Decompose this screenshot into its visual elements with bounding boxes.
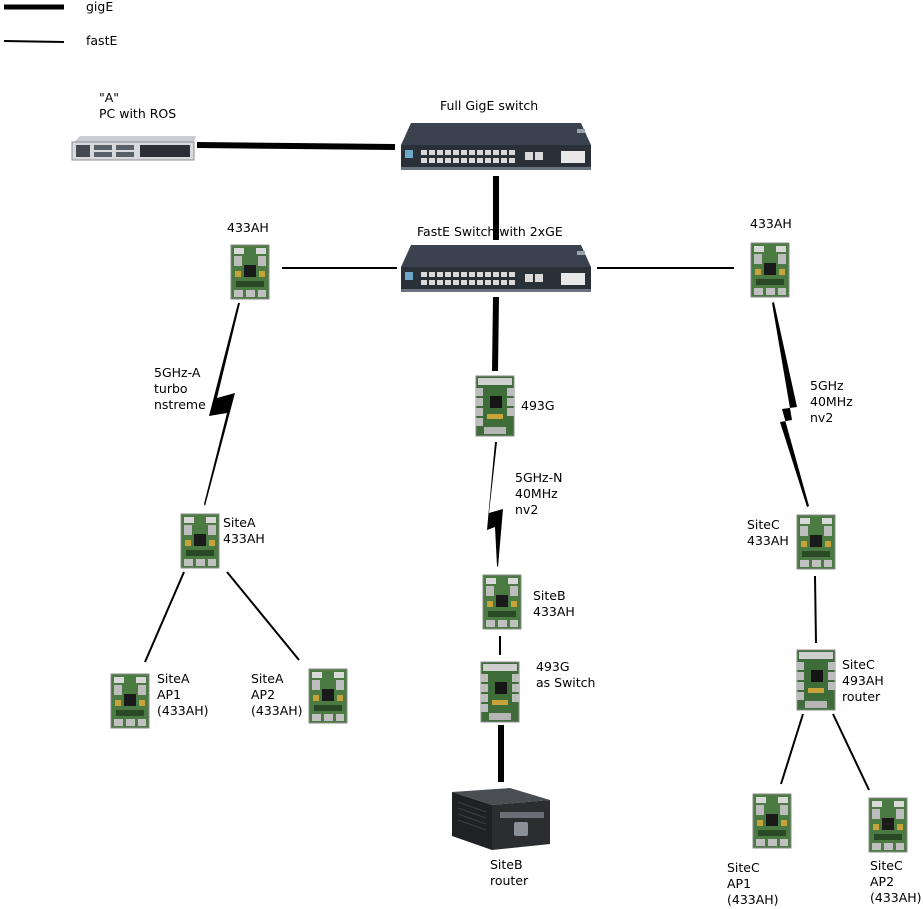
routerboard-icon: [752, 793, 792, 849]
routerboard-icon: [796, 514, 836, 570]
switch-icon: [401, 245, 591, 292]
siteb-switch-label: 493G as Switch: [536, 659, 596, 690]
sitec-router-label: SiteC 493AH router: [842, 657, 884, 704]
link-router-sitec-ap2: [832, 713, 870, 791]
center-493g-label: 493G: [521, 398, 555, 413]
sitea-label: SiteA 433AH: [223, 515, 265, 546]
link-sitea-ap2: [226, 571, 300, 661]
legend-gige-label: gigE: [86, 0, 114, 14]
sitec-ap1-label: SiteC AP1 (433AH): [727, 860, 779, 907]
link-router-sitec-ap1: [780, 713, 804, 785]
sitea-ap2-label: SiteA AP2 (433AH): [251, 671, 303, 718]
wireless-link-c: [772, 302, 809, 507]
sitec-label: SiteC 433AH: [747, 517, 789, 548]
link-fasteswitch-493g: [492, 296, 499, 372]
routerboard-icon: [480, 661, 520, 723]
routerboard-icon: [475, 375, 515, 437]
mini-pc-icon: [452, 788, 550, 850]
link-sitea-ap1: [144, 571, 185, 663]
routerboard-icon: [868, 797, 908, 853]
link-c-label: 5GHz 40MHz nv2: [810, 378, 853, 425]
pc-a-label: "A" PC with ROS: [99, 90, 177, 121]
faste-switch-label: FastE Switch with 2xGE: [417, 224, 563, 239]
legend-faste-label: fastE: [86, 33, 118, 48]
switch-icon: [401, 123, 591, 170]
link-b-label: 5GHz-N 40MHz nv2: [515, 470, 563, 517]
routerboard-icon: [796, 649, 836, 711]
siteb-label: SiteB 433AH: [533, 588, 575, 619]
routerboard-icon: [180, 513, 220, 569]
left-433ah-label: 433AH: [227, 220, 269, 235]
sitea-ap1-label: SiteA AP1 (433AH): [157, 671, 209, 718]
routerboard-icon: [308, 668, 348, 724]
wireless-link-b: [487, 442, 503, 567]
right-433ah-label: 433AH: [750, 216, 792, 231]
wireless-link-a: [204, 303, 240, 506]
siteb-router-label: SiteB router: [490, 857, 529, 888]
legend-faste-line: [3, 40, 65, 43]
routerboard-icon: [482, 574, 522, 630]
routerboard-icon: [230, 244, 270, 300]
routerboard-icon: [750, 242, 790, 298]
full-switch-label: Full GigE switch: [440, 98, 539, 113]
server-icon: [71, 136, 196, 161]
routerboard-icon: [110, 673, 150, 729]
link-sitec-router: [814, 575, 817, 644]
link-pc-fullswitch: [196, 142, 396, 150]
sitec-ap2-label: SiteC AP2 (433AH): [870, 858, 922, 905]
link-a-label: 5GHz-A turbo nstreme: [154, 365, 206, 412]
